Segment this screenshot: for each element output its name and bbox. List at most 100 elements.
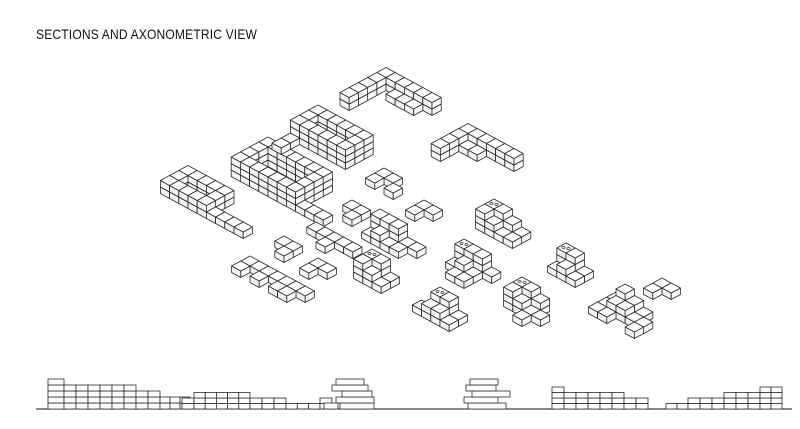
building-block [383, 182, 403, 200]
building-block [249, 270, 269, 288]
section-slab [735, 397, 749, 404]
section-slab [204, 403, 217, 410]
section-slab [599, 397, 613, 404]
building-block [335, 139, 356, 157]
section-slab [204, 392, 217, 399]
section-slab [665, 403, 678, 410]
section-slab [181, 403, 195, 410]
section-slab [204, 397, 217, 404]
building-block [271, 137, 291, 155]
building-block [295, 285, 315, 303]
section-slab [611, 403, 625, 410]
section-slab [47, 378, 65, 386]
section-slab [123, 402, 137, 410]
block-cluster [588, 283, 654, 339]
section-slab [759, 392, 772, 399]
building-block [521, 281, 541, 299]
section-slab [47, 396, 65, 404]
section-slab [159, 396, 171, 404]
section-slab [563, 392, 577, 399]
block-cluster [339, 67, 442, 116]
building-block [643, 282, 663, 300]
section-slab [551, 386, 565, 393]
building-block [615, 283, 635, 301]
section-slab [635, 397, 649, 404]
section-slab [759, 386, 772, 393]
section-slab [770, 403, 783, 410]
section-slab [169, 396, 181, 404]
building-block [343, 241, 363, 259]
section-slab [575, 392, 589, 399]
section-slab [147, 390, 161, 398]
section-slab [123, 384, 137, 392]
building-block [439, 291, 459, 309]
section-slab [676, 403, 689, 410]
building-block [371, 253, 391, 271]
block-cluster [231, 255, 315, 303]
section-slab [135, 402, 149, 410]
building-block [503, 281, 523, 299]
section-slab [759, 403, 772, 410]
section-slab [735, 403, 749, 410]
section-slab [87, 402, 101, 410]
section-slab [323, 402, 339, 410]
section-slab [261, 397, 275, 404]
block-cluster [503, 276, 550, 327]
building-block [342, 209, 362, 227]
building-block [313, 209, 333, 227]
building-block [475, 203, 495, 221]
section-slab [623, 397, 637, 404]
section-slab [759, 397, 772, 404]
section-slab [123, 390, 137, 398]
section-strip [36, 378, 792, 410]
building-block [339, 87, 359, 105]
section-slab [75, 384, 89, 392]
section-slab [181, 397, 195, 404]
section-slab [169, 402, 181, 410]
section-slab [99, 390, 113, 398]
section-slab [193, 403, 206, 410]
section-slab [635, 403, 649, 410]
section-slab [249, 397, 263, 404]
section-slab [463, 396, 499, 404]
section-slab [215, 392, 228, 399]
section-slab [193, 397, 206, 404]
section-slab [465, 384, 497, 392]
section-slab [563, 403, 577, 410]
building-block [615, 300, 635, 318]
section-slab [99, 384, 113, 392]
building-block [504, 148, 524, 166]
block-cluster [430, 123, 524, 172]
block-cluster [365, 167, 403, 200]
building-block [530, 293, 550, 311]
block-cluster [306, 221, 363, 259]
section-slab [467, 402, 507, 410]
section-slab [75, 396, 89, 404]
block-cluster [342, 199, 371, 227]
building-block [422, 92, 442, 110]
building-block [512, 309, 532, 327]
building-block [565, 247, 585, 265]
building-block [430, 138, 451, 156]
section-slab [123, 396, 137, 404]
building-block [502, 215, 522, 233]
section-slab [770, 392, 783, 399]
section-slab [47, 402, 65, 410]
building-block [233, 221, 253, 239]
building-block [565, 270, 585, 288]
section-slab [770, 386, 783, 393]
section-slab [335, 396, 375, 404]
section-slab [111, 402, 125, 410]
block-cluster [361, 208, 427, 259]
section-slab [723, 403, 737, 410]
building-block [231, 260, 251, 278]
section-slab [623, 403, 637, 410]
building-block [624, 321, 644, 339]
section-slab [147, 402, 161, 410]
section-slab [47, 384, 65, 392]
building-block [365, 172, 385, 190]
section-slab [587, 392, 601, 399]
section-slab [227, 403, 240, 410]
block-cluster [274, 235, 303, 263]
